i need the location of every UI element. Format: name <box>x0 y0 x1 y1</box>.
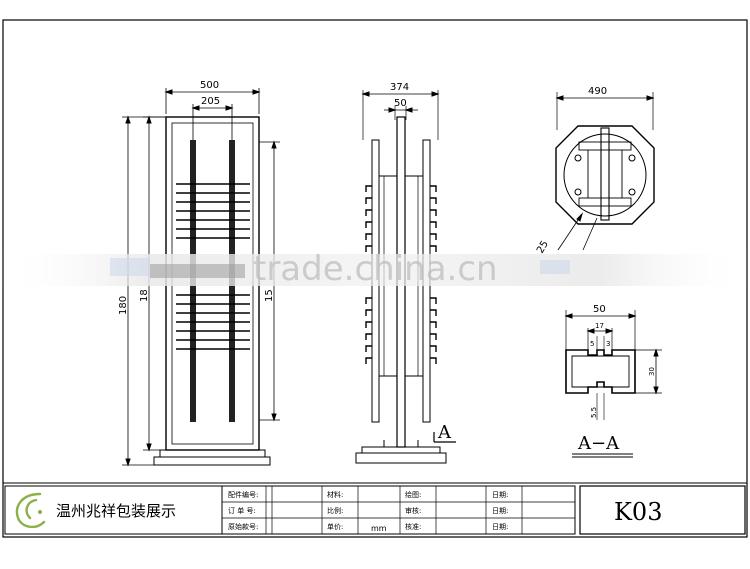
field-label-date-3: 日期: <box>492 523 508 531</box>
top-leader-label: 25 <box>535 239 551 256</box>
side-width-inner-label: 50 <box>394 98 407 109</box>
front-height-mid-label: 18 <box>139 289 150 302</box>
field-label-date-1: 日期: <box>492 491 508 499</box>
section-slot-width-label: 5 <box>590 340 594 348</box>
model-code: K03 <box>614 498 662 526</box>
field-label-date-2: 日期: <box>492 507 508 515</box>
field-label-order-no: 订 单 号: <box>228 506 256 515</box>
field-label-unit-price: 单价: <box>327 522 343 531</box>
section-title: A−A <box>577 433 620 454</box>
field-value-unit: mm <box>371 524 387 533</box>
field-label-original-no: 原始款号: <box>228 522 258 531</box>
side-width-outer-label: 374 <box>390 82 409 93</box>
field-label-material: 材料: <box>327 490 343 499</box>
section-height-label: 30 <box>648 367 656 376</box>
field-label-scale: 比例: <box>327 506 343 515</box>
company-logo-icon <box>15 492 46 529</box>
section-width-label: 50 <box>593 304 606 315</box>
front-width-inner-label: 205 <box>201 96 220 107</box>
top-diameter-label: 490 <box>588 86 607 97</box>
field-label-part-no: 配件编号: <box>228 490 258 499</box>
section-view <box>564 310 662 458</box>
front-height-outer-label: 180 <box>118 296 129 315</box>
company-name: 温州兆祥包装展示 <box>56 502 176 520</box>
watermark-text: trade.china.cn <box>253 249 498 289</box>
section-bottom-dim-label: 5.5 <box>590 407 598 418</box>
top-view <box>555 92 655 251</box>
side-section-mark: A <box>437 422 452 443</box>
section-inner-width-label: 17 <box>595 322 604 330</box>
field-label-drawn: 绘图: <box>405 490 421 499</box>
field-label-review: 审核: <box>405 506 421 515</box>
front-width-outer-label: 500 <box>200 80 219 91</box>
field-label-approve: 核准: <box>405 522 421 531</box>
front-height-right-label: 15 <box>264 289 275 302</box>
title-block <box>4 485 746 535</box>
section-slot-height-label: 3 <box>606 340 610 348</box>
